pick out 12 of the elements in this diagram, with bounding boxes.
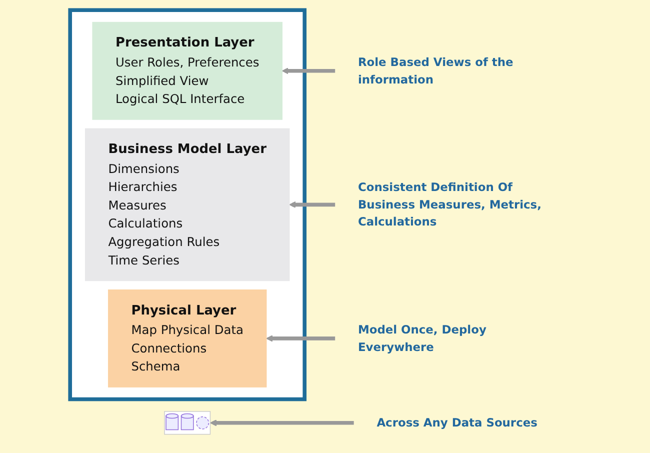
arrow	[266, 335, 336, 342]
node-box: Presentation Layer User Roles, Preferences Simplified View Logical SQL Interface	[92, 22, 283, 120]
arrow	[289, 201, 336, 208]
arrow	[210, 420, 354, 426]
node-text: Consistent Definition Of Business Measures, Metrics, Calculations	[358, 180, 542, 228]
node-text: Role Based Views of the information	[358, 55, 514, 86]
node-text: Across Any Data Sources	[377, 416, 538, 430]
node-box: Physical Layer Map Physical Data Connections Schema	[108, 289, 268, 388]
node-box: Business Model Layer Dimensions Hierarchies Measures Calculations Aggregation Rules Time Series	[85, 128, 290, 282]
arrow	[282, 68, 336, 74]
node-text: Model Once, Deploy Everywhere	[358, 322, 487, 354]
cluster	[68, 8, 307, 402]
